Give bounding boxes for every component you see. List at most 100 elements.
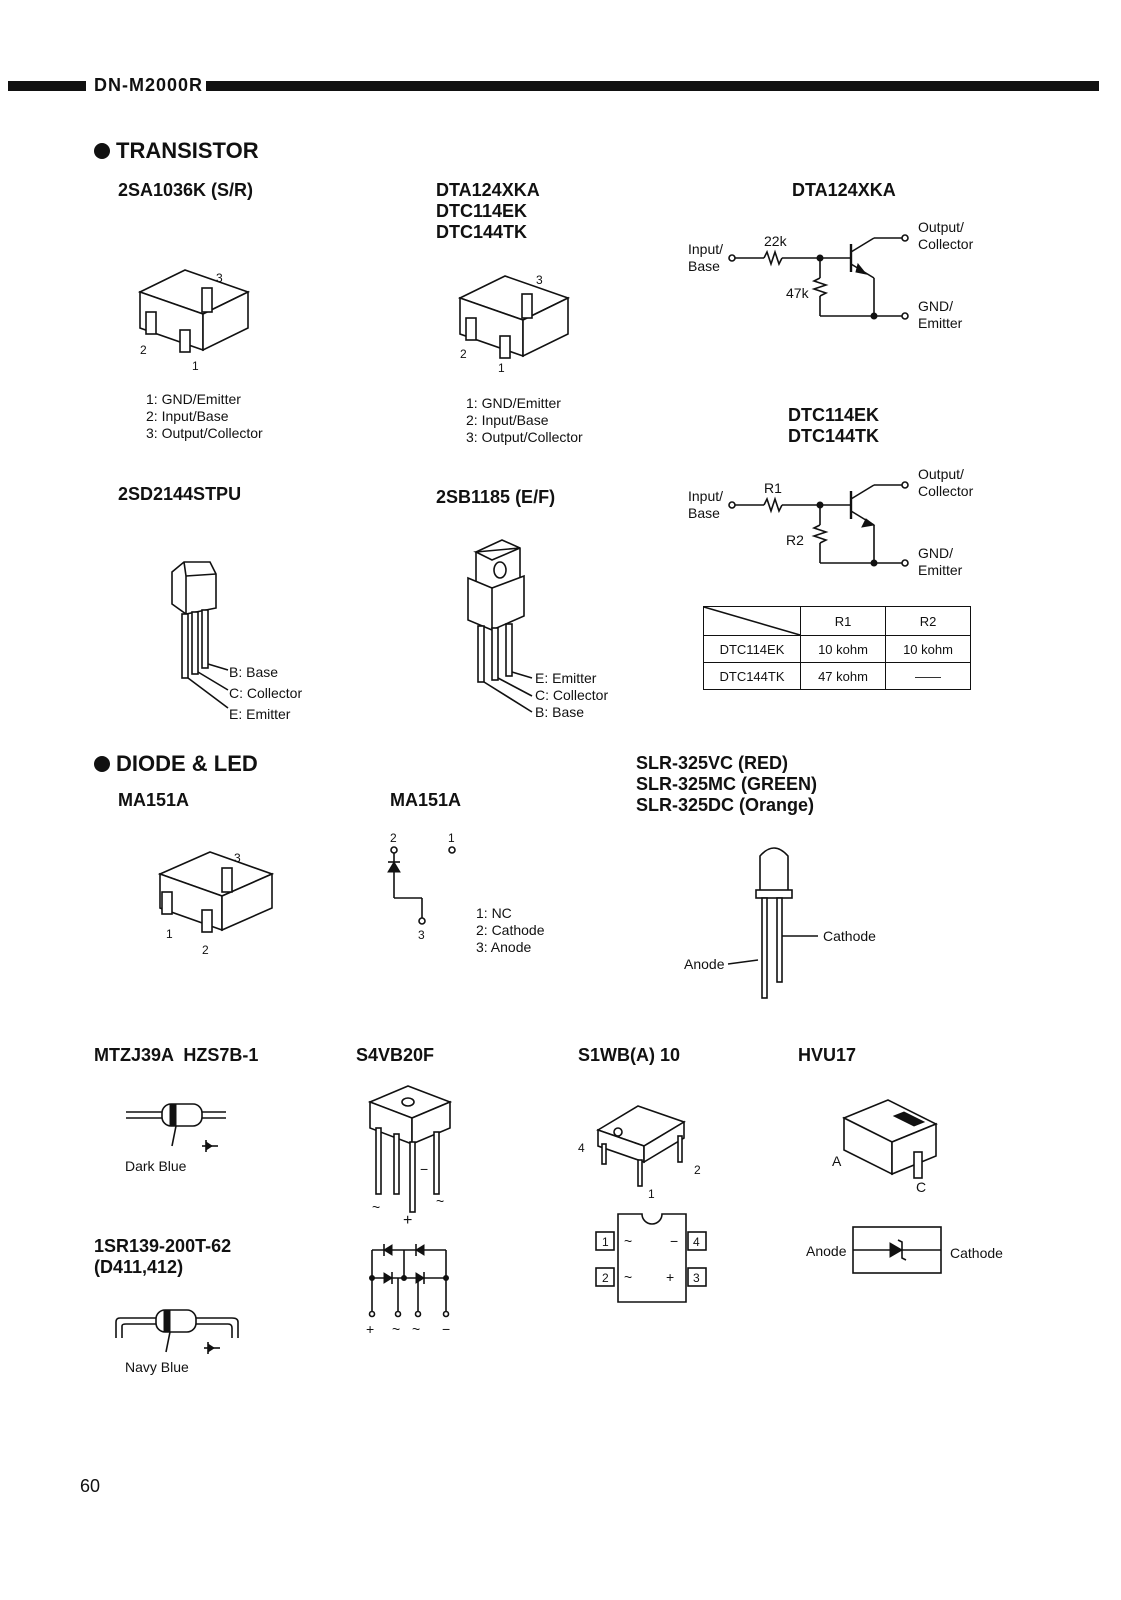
- svg-text:~: ~: [624, 1269, 632, 1285]
- svg-text:3: 3: [418, 928, 425, 942]
- page-number: 60: [80, 1476, 101, 1496]
- svg-text:C: C: [916, 1179, 926, 1195]
- table-corner-cell: [703, 606, 801, 636]
- to92-transistor-icon: [171, 561, 229, 709]
- model-hvu17: HVU17: [798, 1045, 857, 1065]
- pin-1-label: 1: [192, 359, 199, 373]
- pin-1-label: 1: [498, 361, 505, 375]
- led-cathode-label: Cathode: [823, 928, 876, 944]
- model-2sd2144stpu: 2SD2144STPU: [118, 484, 242, 504]
- svg-text:Base: Base: [688, 505, 720, 521]
- hvu17-anode-label: Anode: [806, 1243, 847, 1259]
- pin-list-sot23-1: 1: GND/Emitter 2: Input/Base 3: Output/C…: [146, 391, 263, 441]
- svg-text:1: 1: [648, 1187, 655, 1201]
- sot23-package-icon: 3 2 1: [137, 269, 251, 373]
- led-anode-label: Anode: [684, 956, 725, 972]
- table-header: R1: [800, 606, 886, 636]
- pin-1-label: 1: [166, 927, 173, 941]
- svg-text:−: −: [420, 1161, 428, 1177]
- svg-text:22k: 22k: [764, 233, 788, 249]
- svg-text:+: +: [366, 1321, 374, 1337]
- pin-list-sot23-2: 1: GND/Emitter 2: Input/Base 3: Output/C…: [466, 395, 583, 445]
- model-dtc114ek-group: DTC114EK DTC144TK: [788, 405, 880, 446]
- pin-2-label: 2: [140, 343, 147, 357]
- model-dta124xka-group: DTA124XKA DTC114EK DTC144TK: [436, 180, 540, 242]
- to220-transistor-icon: [467, 539, 533, 713]
- s4vb20f-package-icon: ~ − ~: [367, 1085, 453, 1215]
- svg-text:2: 2: [390, 831, 397, 845]
- svg-text:~: ~: [436, 1193, 444, 1209]
- table-cell: 10 kohm: [800, 635, 886, 663]
- to92-pin-labels: B: Base C: Collector E: Emitter: [229, 664, 303, 722]
- table-cell: 47 kohm: [800, 662, 886, 690]
- navy-blue-label: Navy Blue: [125, 1359, 189, 1375]
- svg-text:~: ~: [372, 1199, 380, 1215]
- model-2sb1185: 2SB1185 (E/F): [436, 487, 556, 507]
- model-slr-325-group: SLR-325VC (RED) SLR-325MC (GREEN) SLR-32…: [636, 753, 818, 815]
- svg-text:1: 1: [448, 831, 455, 845]
- table-cell: DTC114EK: [703, 635, 801, 663]
- pin-3-label: 3: [216, 271, 223, 285]
- svg-text:Emitter: Emitter: [918, 562, 963, 578]
- svg-text:4: 4: [693, 1235, 700, 1249]
- svg-text:~: ~: [392, 1321, 400, 1337]
- dta124xka-circuit-diagram: Input/ Base 22k 47k Output/ Collector GN…: [688, 219, 974, 331]
- svg-text:GND/: GND/: [918, 545, 953, 561]
- table-cell: ——: [885, 662, 971, 690]
- svg-text:2: 2: [602, 1271, 609, 1285]
- ma151a-package-icon: 3 1 2: [157, 851, 275, 957]
- axial-diode-bent-icon: [115, 1309, 239, 1354]
- model-2sa1036k: 2SA1036K (S/R): [118, 180, 254, 200]
- hvu17-cathode-label: Cathode: [950, 1245, 1003, 1261]
- table-cell: DTC144TK: [703, 662, 801, 690]
- svg-text:R2: R2: [786, 532, 804, 548]
- svg-text:Base: Base: [688, 258, 720, 274]
- axial-diode-icon: [126, 1103, 226, 1152]
- bullet-icon: [94, 756, 110, 772]
- svg-text:~: ~: [624, 1233, 632, 1249]
- table-header: R2: [885, 606, 971, 636]
- model-dta124xka: DTA124XKA: [792, 180, 896, 200]
- svg-text:−: −: [442, 1321, 450, 1337]
- svg-text:A: A: [832, 1153, 842, 1169]
- resistor-value-table: R1 R2 DTC114EK 10 kohm 10 kohm DTC144TK …: [703, 606, 971, 690]
- bridge-rectifier-schematic: + ~ ~ −: [366, 1244, 450, 1337]
- svg-text:Collector: Collector: [918, 483, 974, 499]
- table-header-row: R1 R2: [703, 606, 971, 636]
- svg-text:~: ~: [412, 1321, 420, 1337]
- s1wb-package-icon: 4 2 1: [578, 1105, 701, 1201]
- svg-text:GND/: GND/: [918, 298, 953, 314]
- led-icon: [755, 847, 793, 999]
- model-1sr139: 1SR139-200T-62 (D411,412): [94, 1236, 232, 1277]
- svg-text:Input/: Input/: [688, 488, 723, 504]
- svg-text:47k: 47k: [786, 285, 810, 301]
- model-ma151a-schematic: MA151A: [390, 790, 462, 810]
- svg-text:2: 2: [694, 1163, 701, 1177]
- svg-text:+: +: [666, 1269, 674, 1285]
- to220-pin-labels: E: Emitter C: Collector B: Base: [535, 670, 609, 720]
- svg-text:Input/: Input/: [688, 241, 723, 257]
- bullet-icon: [94, 143, 110, 159]
- s4vb20f-plus-mark: +: [403, 1212, 413, 1229]
- section-transistor: TRANSISTOR: [94, 138, 259, 164]
- svg-text:Emitter: Emitter: [918, 315, 963, 331]
- svg-text:3: 3: [693, 1271, 700, 1285]
- table-row: DTC114EK 10 kohm 10 kohm: [703, 635, 971, 663]
- model-mtzj39a: MTZJ39A HZS7B-1: [94, 1045, 259, 1065]
- dtc114ek-circuit-diagram: Input/ Base R1 R2 Output/ Collector GND/…: [688, 466, 974, 578]
- model-s1wb: S1WB(A) 10: [578, 1045, 681, 1065]
- header-bar-right: [206, 81, 1099, 91]
- header-title: DN-M2000R: [94, 75, 204, 95]
- dark-blue-label: Dark Blue: [125, 1158, 187, 1174]
- svg-text:Output/: Output/: [918, 466, 964, 482]
- svg-text:Collector: Collector: [918, 236, 974, 252]
- model-ma151a: MA151A: [118, 790, 190, 810]
- hvu17-diode-symbol: [852, 1226, 942, 1274]
- section-diode-led: DIODE & LED: [94, 751, 258, 777]
- svg-text:−: −: [670, 1233, 678, 1249]
- svg-text:1: 1: [602, 1235, 609, 1249]
- ma151a-pin-list: 1: NC 2: Cathode 3: Anode: [476, 905, 545, 955]
- led-leader-lines: [727, 935, 818, 965]
- table-cell: 10 kohm: [885, 635, 971, 663]
- pin-2-label: 2: [202, 943, 209, 957]
